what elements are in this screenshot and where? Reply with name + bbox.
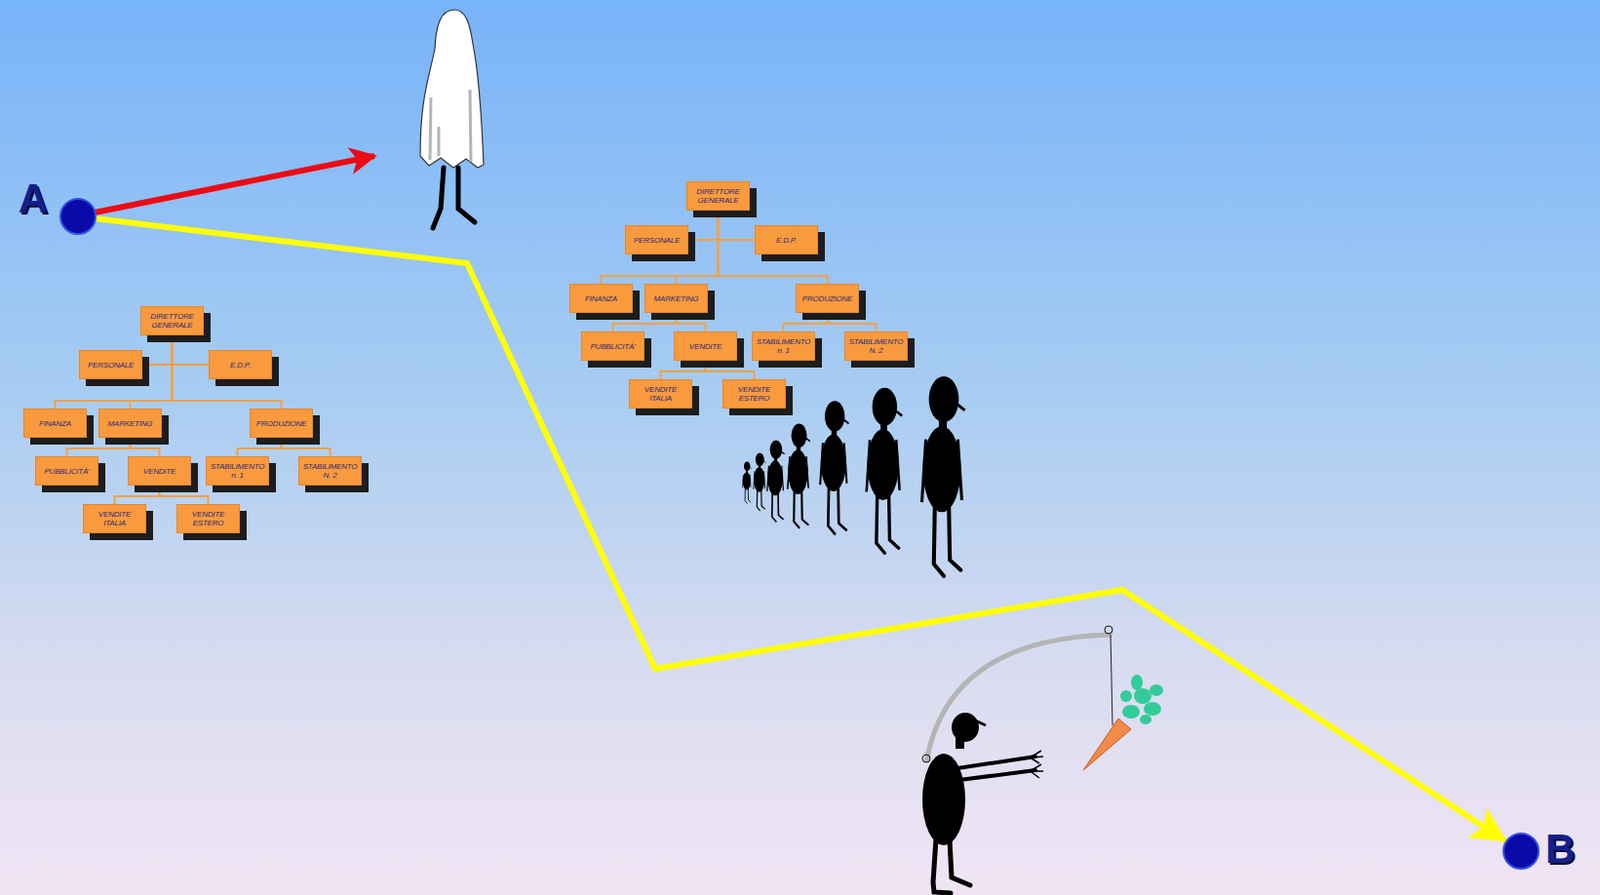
org-box: PRODUZIONE bbox=[795, 283, 859, 313]
org-label: STABILIMENTO N. 2 bbox=[849, 337, 904, 355]
org-label: PRODUZIONE bbox=[256, 419, 307, 429]
org-label: DIRETTORE GENERALE bbox=[692, 187, 744, 205]
org-connector bbox=[827, 312, 877, 332]
org-box: FINANZA bbox=[569, 283, 633, 313]
org-connector bbox=[783, 312, 828, 332]
org-label: STABILIMENTO N. 2 bbox=[303, 462, 358, 480]
org-label: VENDITE bbox=[689, 342, 722, 352]
org-connector bbox=[718, 210, 828, 284]
org-connector bbox=[281, 437, 331, 457]
org-box: DIRETTORE GENERALE bbox=[140, 306, 204, 336]
org-box: FINANZA bbox=[23, 408, 87, 438]
org-box: VENDITE bbox=[127, 456, 192, 486]
point-marker: B bbox=[1502, 832, 1540, 870]
org-label: MARKETING bbox=[654, 294, 700, 304]
org-connector bbox=[142, 335, 173, 365]
org-connector bbox=[172, 335, 210, 365]
org-label: DIRETTORE GENERALE bbox=[146, 312, 198, 330]
org-label: FINANZA bbox=[585, 294, 618, 304]
org-label: PERSONALE bbox=[633, 235, 680, 245]
org-connector bbox=[676, 312, 706, 332]
org-box: VENDITE ESTERO bbox=[722, 379, 786, 409]
org-box: E.D.P. bbox=[754, 225, 819, 255]
org-connector bbox=[172, 335, 282, 409]
org-box: VENDITE ESTERO bbox=[176, 504, 240, 534]
ghost-figure bbox=[420, 9, 484, 229]
org-label: STABILIMENTO n. 1 bbox=[756, 337, 812, 355]
org-connector bbox=[661, 360, 706, 380]
org-box: PUBBLICITÀ' bbox=[581, 331, 645, 361]
org-label: VENDITE ESTERO bbox=[728, 385, 781, 403]
org-connector bbox=[237, 437, 282, 457]
org-box: VENDITE ITALIA bbox=[628, 379, 693, 409]
red-arrow bbox=[94, 156, 375, 213]
org-box: E.D.P. bbox=[208, 350, 273, 380]
org-label: VENDITE ITALIA bbox=[634, 385, 687, 403]
org-label: FINANZA bbox=[39, 419, 72, 429]
org-label: PERSONALE bbox=[87, 360, 134, 370]
org-box: STABILIMENTO n. 1 bbox=[205, 456, 270, 486]
org-connector bbox=[115, 485, 160, 505]
org-box: DIRETTORE GENERALE bbox=[686, 181, 750, 211]
org-label: E.D.P. bbox=[776, 235, 797, 245]
org-label: E.D.P. bbox=[230, 360, 251, 370]
org-box: VENDITE ITALIA bbox=[82, 504, 147, 534]
org-connector bbox=[718, 210, 756, 240]
point-label: A bbox=[18, 178, 48, 220]
org-box: MARKETING bbox=[98, 408, 162, 438]
org-label: MARKETING bbox=[108, 419, 154, 429]
org-box: PUBBLICITÀ' bbox=[35, 456, 99, 486]
org-connector bbox=[159, 485, 209, 505]
org-label: STABILIMENTO n. 1 bbox=[210, 462, 266, 480]
org-connector bbox=[705, 360, 755, 380]
org-connector bbox=[688, 210, 719, 240]
carrot-man bbox=[922, 625, 1164, 894]
org-box: STABILIMENTO N. 2 bbox=[844, 331, 908, 361]
org-box: VENDITE bbox=[673, 331, 738, 361]
org-box: PERSONALE bbox=[624, 225, 689, 255]
org-connector bbox=[67, 437, 131, 457]
org-box: STABILIMENTO n. 1 bbox=[751, 331, 816, 361]
point-label: B bbox=[1545, 828, 1575, 870]
org-box: MARKETING bbox=[644, 283, 708, 313]
org-box: STABILIMENTO N. 2 bbox=[298, 456, 362, 486]
org-box: PERSONALE bbox=[78, 350, 143, 380]
org-connector bbox=[601, 210, 719, 284]
org-label: VENDITE ITALIA bbox=[88, 509, 141, 528]
org-label: VENDITE ESTERO bbox=[182, 509, 235, 528]
org-connector bbox=[55, 335, 173, 409]
org-label: PRODUZIONE bbox=[802, 294, 853, 304]
org-connector bbox=[613, 312, 677, 332]
org-label: PUBBLICITÀ' bbox=[43, 467, 89, 476]
org-connector bbox=[130, 437, 160, 457]
point-marker: A bbox=[59, 197, 97, 235]
route-arrow bbox=[96, 218, 1506, 841]
org-label: PUBBLICITÀ' bbox=[589, 342, 635, 352]
org-label: VENDITE bbox=[143, 467, 176, 476]
org-box: PRODUZIONE bbox=[249, 408, 313, 438]
